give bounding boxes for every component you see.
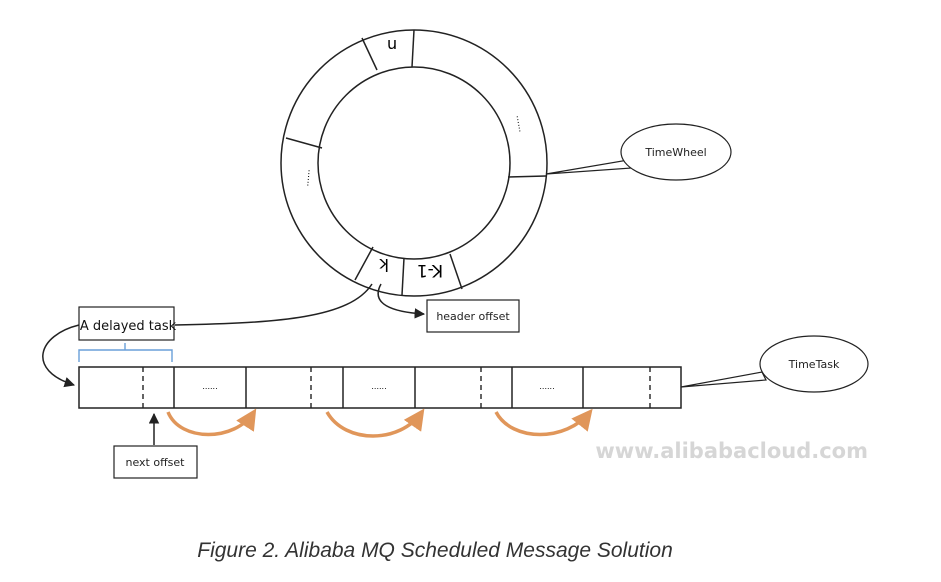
timewheel-callout: TimeWheel [545,123,732,181]
next-link-arrow [494,408,593,437]
timetask-label: TimeTask [788,358,840,371]
wheel-outer-ring [280,29,548,297]
callout-bubble [759,335,869,393]
next-link-arrow [325,408,425,438]
delayed-task-label: A delayed task [80,319,177,334]
wheel-inner-ring [317,66,511,260]
header-offset-label: header offset [436,310,510,323]
queue-cell-dots: ...... [202,382,217,391]
time-wheel: n ...... ...... k K-1 [280,29,548,297]
delayed-task-arrow [42,324,80,388]
wheel-divider [449,253,463,290]
header-offset-arrow [377,283,426,319]
wheel-slot-k: k [379,254,389,274]
wheel-slot-right-dots: ...... [514,114,527,133]
wheel-divider [354,246,374,281]
queue-cell-dots: ...... [539,382,554,391]
time-task-queue: ...... ...... ...... [78,366,682,438]
callout-pointer [680,371,767,388]
wheel-slot-n: n [387,36,397,55]
delayed-task-callout: A delayed task [42,283,373,388]
wheel-slot-k-minus-1: K-1 [417,260,443,280]
wheel-divider [411,29,415,68]
next-offset-callout: next offset [113,412,198,479]
header-offset-callout: header offset [377,283,520,333]
callout-pointer [545,159,633,175]
timetask-callout: TimeTask [680,335,869,393]
watermark: www.alibabacloud.com [595,439,868,463]
figure-caption: Figure 2. Alibaba MQ Scheduled Message S… [197,539,673,562]
callout-bubble [620,123,732,181]
next-offset-box [113,445,198,479]
wheel-divider [361,37,378,71]
timewheel-label: TimeWheel [644,146,706,159]
queue-container [78,366,682,409]
wheel-divider [285,137,323,149]
next-offset-label: next offset [126,456,186,469]
wheel-divider [401,257,405,296]
wheel-divider [507,175,547,178]
slot-to-task-line [174,283,373,326]
next-link-arrow [166,408,257,437]
task-bracket [78,343,173,362]
wheel-slot-left-dots: ...... [301,169,312,187]
header-offset-box [426,299,520,333]
delayed-task-box [78,306,175,341]
queue-cell-dots: ...... [371,382,386,391]
